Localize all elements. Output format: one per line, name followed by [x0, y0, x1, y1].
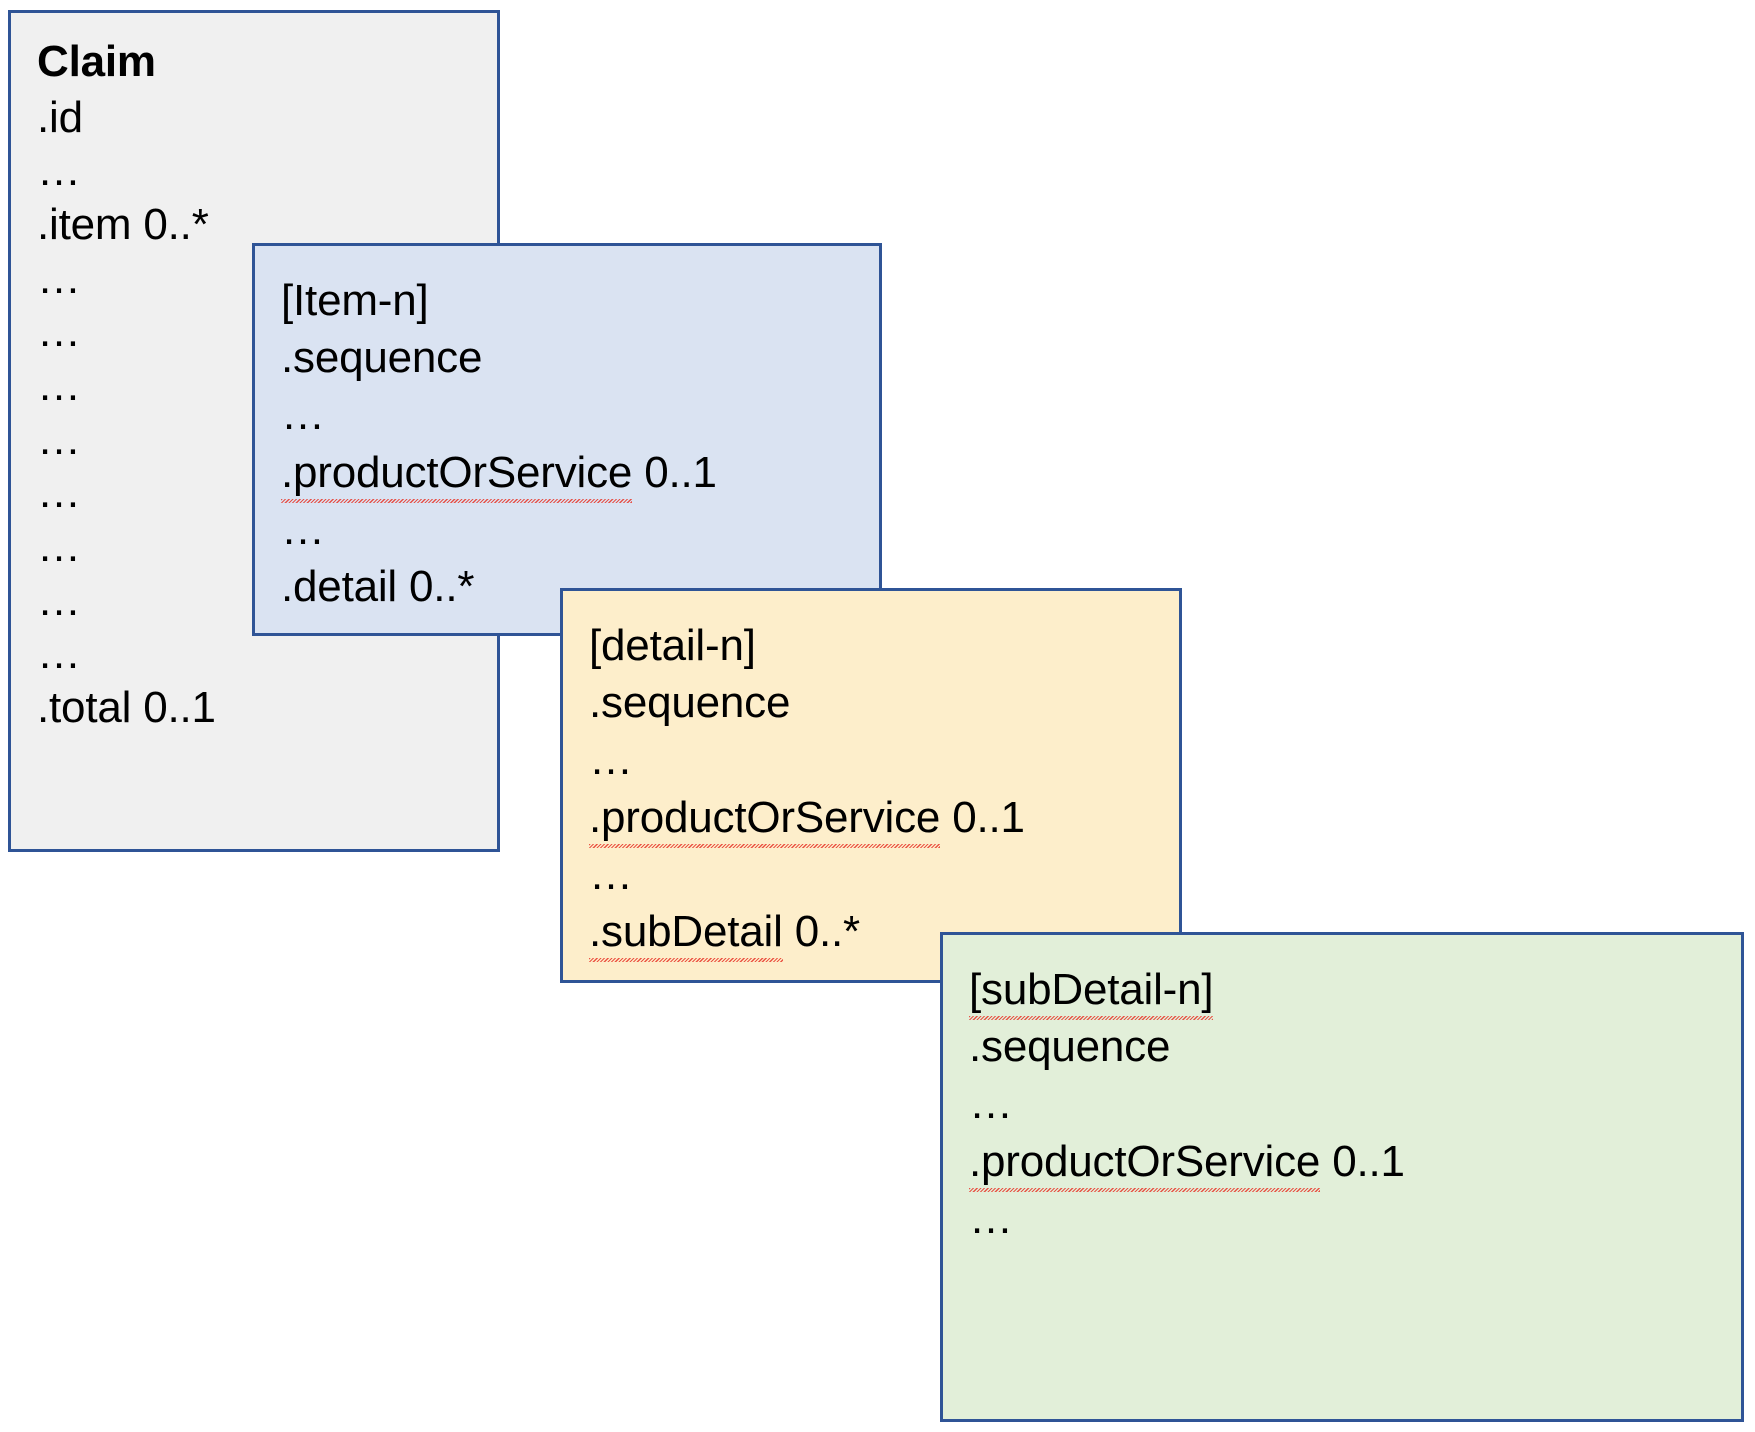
- item-field-detail: .detail 0..*: [281, 561, 475, 611]
- detail-ellipsis-1: …: [589, 735, 633, 785]
- spellcheck-underline-icon: .subDetail: [589, 903, 783, 963]
- spellcheck-underline-icon: .productOrService: [281, 444, 632, 503]
- item-field-sequence: .sequence: [281, 333, 483, 383]
- detail-field-sequence: .sequence: [589, 678, 791, 728]
- cardinality-text: 0..1: [1320, 1136, 1405, 1186]
- subdetail-ellipsis-2: …: [969, 1193, 1013, 1243]
- cardinality-text: 0..1: [632, 447, 717, 497]
- subdetail-field-productorservice: .productOrService 0..1: [969, 1133, 1715, 1192]
- claim-ellipsis-9: …: [37, 629, 81, 679]
- subdetail-box[interactable]: [subDetail-n] .sequence … .productOrServ…: [940, 932, 1744, 1422]
- subdetail-title: [subDetail-n]: [969, 961, 1715, 1021]
- detail-ellipsis-2: …: [589, 849, 633, 899]
- claim-ellipsis-7: …: [37, 522, 81, 572]
- cardinality-text: 0..1: [940, 792, 1025, 842]
- claim-ellipsis-4: …: [37, 361, 81, 411]
- claim-field-id: .id: [37, 92, 83, 142]
- claim-field-total: .total 0..1: [37, 683, 216, 733]
- spellcheck-underline-icon: [subDetail-n]: [969, 961, 1214, 1021]
- claim-ellipsis-6: …: [37, 468, 81, 518]
- detail-box[interactable]: [detail-n] .sequence … .productOrService…: [560, 588, 1182, 983]
- spellcheck-underline-icon: .productOrService: [589, 789, 940, 848]
- item-ellipsis-2: …: [281, 504, 325, 554]
- claim-ellipsis-3: …: [37, 307, 81, 357]
- subdetail-ellipsis-1: …: [969, 1079, 1013, 1129]
- detail-field-subdetail: .subDetail 0..*: [589, 903, 1153, 963]
- cardinality-text: 0..*: [782, 906, 860, 956]
- claim-ellipsis-5: …: [37, 414, 81, 464]
- item-box[interactable]: [Item-n] .sequence … .productOrService 0…: [252, 243, 882, 636]
- item-field-productorservice: .productOrService 0..1: [281, 444, 853, 503]
- claim-ellipsis-8: …: [37, 575, 81, 625]
- claim-title: Claim: [37, 37, 156, 86]
- item-ellipsis-1: …: [281, 390, 325, 440]
- spellcheck-underline-icon: .productOrService: [969, 1133, 1320, 1192]
- item-title: [Item-n]: [281, 276, 429, 325]
- subdetail-field-sequence: .sequence: [969, 1022, 1171, 1072]
- claim-ellipsis-2: …: [37, 253, 81, 303]
- detail-field-productorservice: .productOrService 0..1: [589, 789, 1153, 848]
- claim-ellipsis-1: …: [37, 146, 81, 196]
- claim-field-item: .item 0..*: [37, 200, 209, 250]
- detail-title: [detail-n]: [589, 621, 756, 670]
